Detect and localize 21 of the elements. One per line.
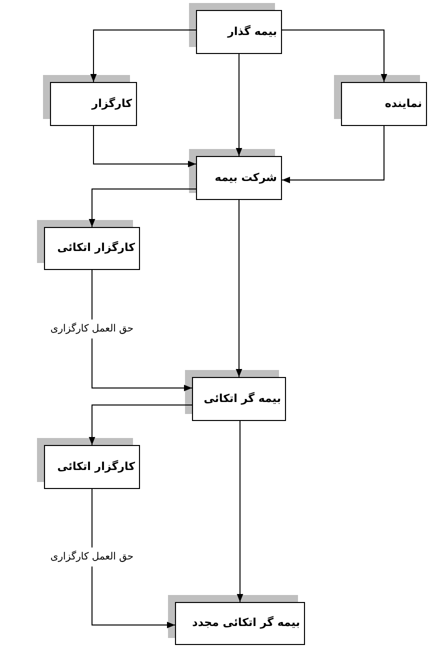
box-label: کارگزار اتکائی [57,240,135,256]
connector-arrow [92,270,192,392]
box-label: کارگزار [92,96,132,112]
connector-arrow [90,30,196,82]
box-label: بیمه گر اتکائی [204,390,281,407]
box-label: شرکت بیمه [214,170,277,186]
connector-arrow [282,126,384,184]
connector-arrow [92,488,176,628]
connector-arrow [236,200,242,378]
connector-arrow [88,404,192,446]
connector-arrow [93,126,196,168]
connector-arrow [236,420,244,602]
box-label: بیمه گذار [228,24,277,40]
edge-label: حق العمل کارگزاری [48,548,136,566]
box-label: نماینده [384,96,422,112]
box-label: بیمه گر اتکائی مجدد [192,615,300,632]
box-label: کارگزار اتکائی [57,458,135,475]
connector-arrow [236,54,242,156]
edge-label: حق العمل کارگزاری [48,320,136,338]
connector-arrow [88,188,196,228]
connector-arrow [282,30,388,82]
